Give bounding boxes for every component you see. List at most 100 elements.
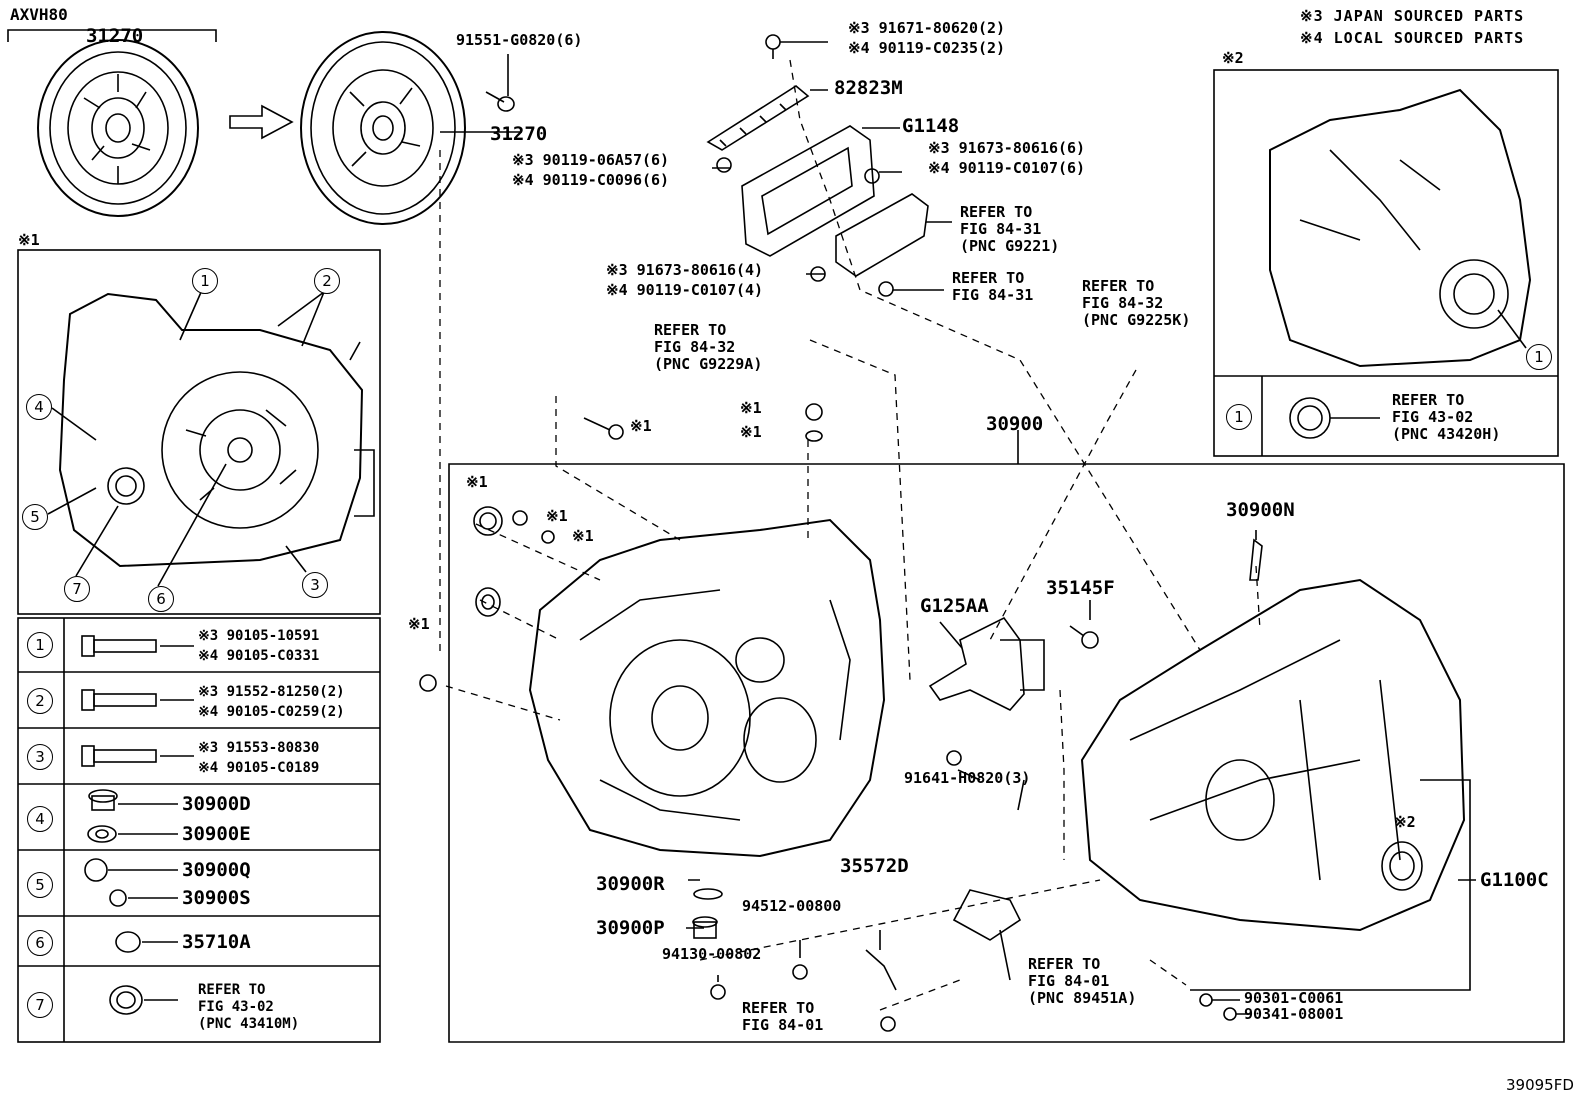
part-31270-top: 31270 bbox=[86, 25, 144, 47]
inset-refer-43420h: REFER TO FIG 43-02 (PNC 43420H) bbox=[1392, 391, 1501, 443]
legend-row-1-num: 1 bbox=[27, 632, 53, 658]
legend-row-6-line1: 35710A bbox=[182, 931, 251, 953]
part-91671: ※3 91671-80620(2) bbox=[848, 19, 1006, 37]
legend-row-1-line2: ※4 90105-C0331 bbox=[198, 648, 320, 664]
model-bracket bbox=[7, 29, 217, 42]
legend-row-7-num: 7 bbox=[27, 992, 53, 1018]
box-2-frame bbox=[1213, 69, 1559, 457]
case-callout-4: 4 bbox=[26, 394, 52, 420]
bolt-icons-legend bbox=[81, 635, 157, 767]
legend-row-5-line2: 30900S bbox=[182, 887, 251, 909]
legend-row-2-line2: ※4 90105-C0259(2) bbox=[198, 704, 345, 720]
clutch-disc-large bbox=[300, 31, 466, 225]
legend-table bbox=[17, 617, 381, 1043]
legend-row-3-line2: ※4 90105-C0189 bbox=[198, 760, 320, 776]
refer-89451a: REFER TO FIG 84-01 (PNC 89451A) bbox=[1028, 955, 1137, 1007]
refer-g9229a: REFER TO FIG 84-32 (PNC G9229A) bbox=[654, 321, 763, 373]
legend-row-2-num: 2 bbox=[27, 688, 53, 714]
seal-g1100c-icon bbox=[1381, 841, 1423, 891]
part-90119-c0107-4: ※4 90119-C0107(4) bbox=[606, 281, 764, 299]
inset-legend-num: 1 bbox=[1226, 404, 1252, 430]
part-g1100c: G1100C bbox=[1480, 869, 1549, 891]
part-94512: 94512-00800 bbox=[742, 897, 842, 915]
part-91551: 91551-G0820(6) bbox=[456, 31, 583, 49]
bolt-91671-icon bbox=[765, 34, 781, 50]
legend-row-4-num: 4 bbox=[27, 806, 53, 832]
inset-callout-1: 1 bbox=[1526, 344, 1552, 370]
marker-1-bolt: ※1 bbox=[630, 417, 652, 435]
part-g1148: G1148 bbox=[902, 115, 960, 137]
part-94130: 94130-00802 bbox=[662, 945, 762, 963]
case-face-drawing bbox=[58, 292, 375, 568]
refer-fig-84-31: REFER TO FIG 84-31 bbox=[952, 269, 1034, 304]
main-box-frame bbox=[448, 430, 1565, 1043]
box-1-marker: ※1 bbox=[18, 231, 40, 249]
legend-row-7-line1: REFER TO FIG 43-02 (PNC 43410M) bbox=[198, 982, 300, 1032]
note-local-sourced: ※4 LOCAL SOURCED PARTS bbox=[1300, 29, 1525, 47]
case-callout-3: 3 bbox=[302, 572, 328, 598]
box-1-frame bbox=[17, 249, 381, 615]
sensor-89451a bbox=[952, 889, 1022, 941]
legend-row-4-line2: 30900E bbox=[182, 823, 251, 845]
part-90301: 90301-C0061 bbox=[1244, 989, 1344, 1007]
seal-43420h-icon bbox=[1289, 397, 1331, 439]
part-30900r: 30900R bbox=[596, 873, 665, 895]
part-90119-c0235: ※4 90119-C0235(2) bbox=[848, 39, 1006, 57]
part-91673-4: ※3 91673-80616(4) bbox=[606, 261, 764, 279]
sensor-g125aa bbox=[928, 616, 1025, 711]
marker-2-seal: ※2 bbox=[1394, 813, 1416, 831]
part-82823m: 82823M bbox=[834, 77, 903, 99]
part-91673-6: ※3 91673-80616(6) bbox=[928, 139, 1086, 157]
part-90119-06a57: ※3 90119-06A57(6) bbox=[512, 151, 670, 169]
marker-1-seal: ※1 bbox=[466, 473, 488, 491]
part-90119-c0107-6: ※4 90119-C0107(6) bbox=[928, 159, 1086, 177]
part-35572d: 35572D bbox=[840, 855, 909, 877]
ecu-g1148 bbox=[741, 125, 875, 257]
arrow-icon bbox=[229, 104, 294, 140]
marker-1-gasket: ※1 bbox=[740, 423, 762, 441]
note-japan-sourced: ※3 JAPAN SOURCED PARTS bbox=[1300, 7, 1525, 25]
legend-row-3-line1: ※3 91553-80830 bbox=[198, 740, 320, 756]
box-2-marker: ※2 bbox=[1222, 49, 1244, 67]
refer-g9225k: REFER TO FIG 84-32 (PNC G9225K) bbox=[1082, 277, 1191, 329]
figure-code: 39095FD bbox=[1506, 1076, 1574, 1094]
part-30900: 30900 bbox=[986, 413, 1044, 435]
marker-1-ring: ※1 bbox=[546, 507, 568, 525]
case-callout-6: 6 bbox=[148, 586, 174, 612]
part-35145f: 35145F bbox=[1046, 577, 1115, 599]
transaxle-case-left bbox=[528, 518, 886, 858]
case-callout-1: 1 bbox=[192, 268, 218, 294]
legend-row-1-line1: ※3 90105-10591 bbox=[198, 628, 320, 644]
legend-row-6-num: 6 bbox=[27, 930, 53, 956]
part-30900n: 30900N bbox=[1226, 499, 1295, 521]
clutch-disc-small bbox=[37, 39, 199, 217]
case-callout-2: 2 bbox=[314, 268, 340, 294]
part-91641: 91641-H0820(3) bbox=[904, 769, 1031, 787]
legend-row-4-line1: 30900D bbox=[182, 793, 251, 815]
part-31270-right: 31270 bbox=[490, 123, 548, 145]
seal-ring-icon bbox=[473, 506, 503, 536]
refer-g9221: REFER TO FIG 84-31 (PNC G9221) bbox=[960, 203, 1060, 255]
marker-1-ring2: ※1 bbox=[572, 527, 594, 545]
part-90119-c0096: ※4 90119-C0096(6) bbox=[512, 171, 670, 189]
marker-1-side-bolt: ※1 bbox=[408, 615, 430, 633]
plug-icons-legend bbox=[84, 789, 143, 1015]
refer-fig-84-01: REFER TO FIG 84-01 bbox=[742, 999, 824, 1034]
case-callout-7: 7 bbox=[64, 576, 90, 602]
part-90341: 90341-08001 bbox=[1244, 1005, 1344, 1023]
legend-row-5-line1: 30900Q bbox=[182, 859, 251, 881]
legend-row-5-num: 5 bbox=[27, 872, 53, 898]
cover-g9221 bbox=[835, 193, 929, 277]
bracket-82823m bbox=[706, 85, 810, 151]
case-callout-5: 5 bbox=[22, 504, 48, 530]
model-code: AXVH80 bbox=[10, 5, 68, 24]
case-face-inset bbox=[1269, 88, 1532, 368]
transaxle-right bbox=[1080, 538, 1466, 932]
part-g125aa: G125AA bbox=[920, 595, 989, 617]
part-30900p: 30900P bbox=[596, 917, 665, 939]
legend-row-3-num: 3 bbox=[27, 744, 53, 770]
bolt-91551-icon bbox=[485, 91, 505, 103]
legend-row-2-line1: ※3 91552-81250(2) bbox=[198, 684, 345, 700]
marker-1-plug: ※1 bbox=[740, 399, 762, 417]
